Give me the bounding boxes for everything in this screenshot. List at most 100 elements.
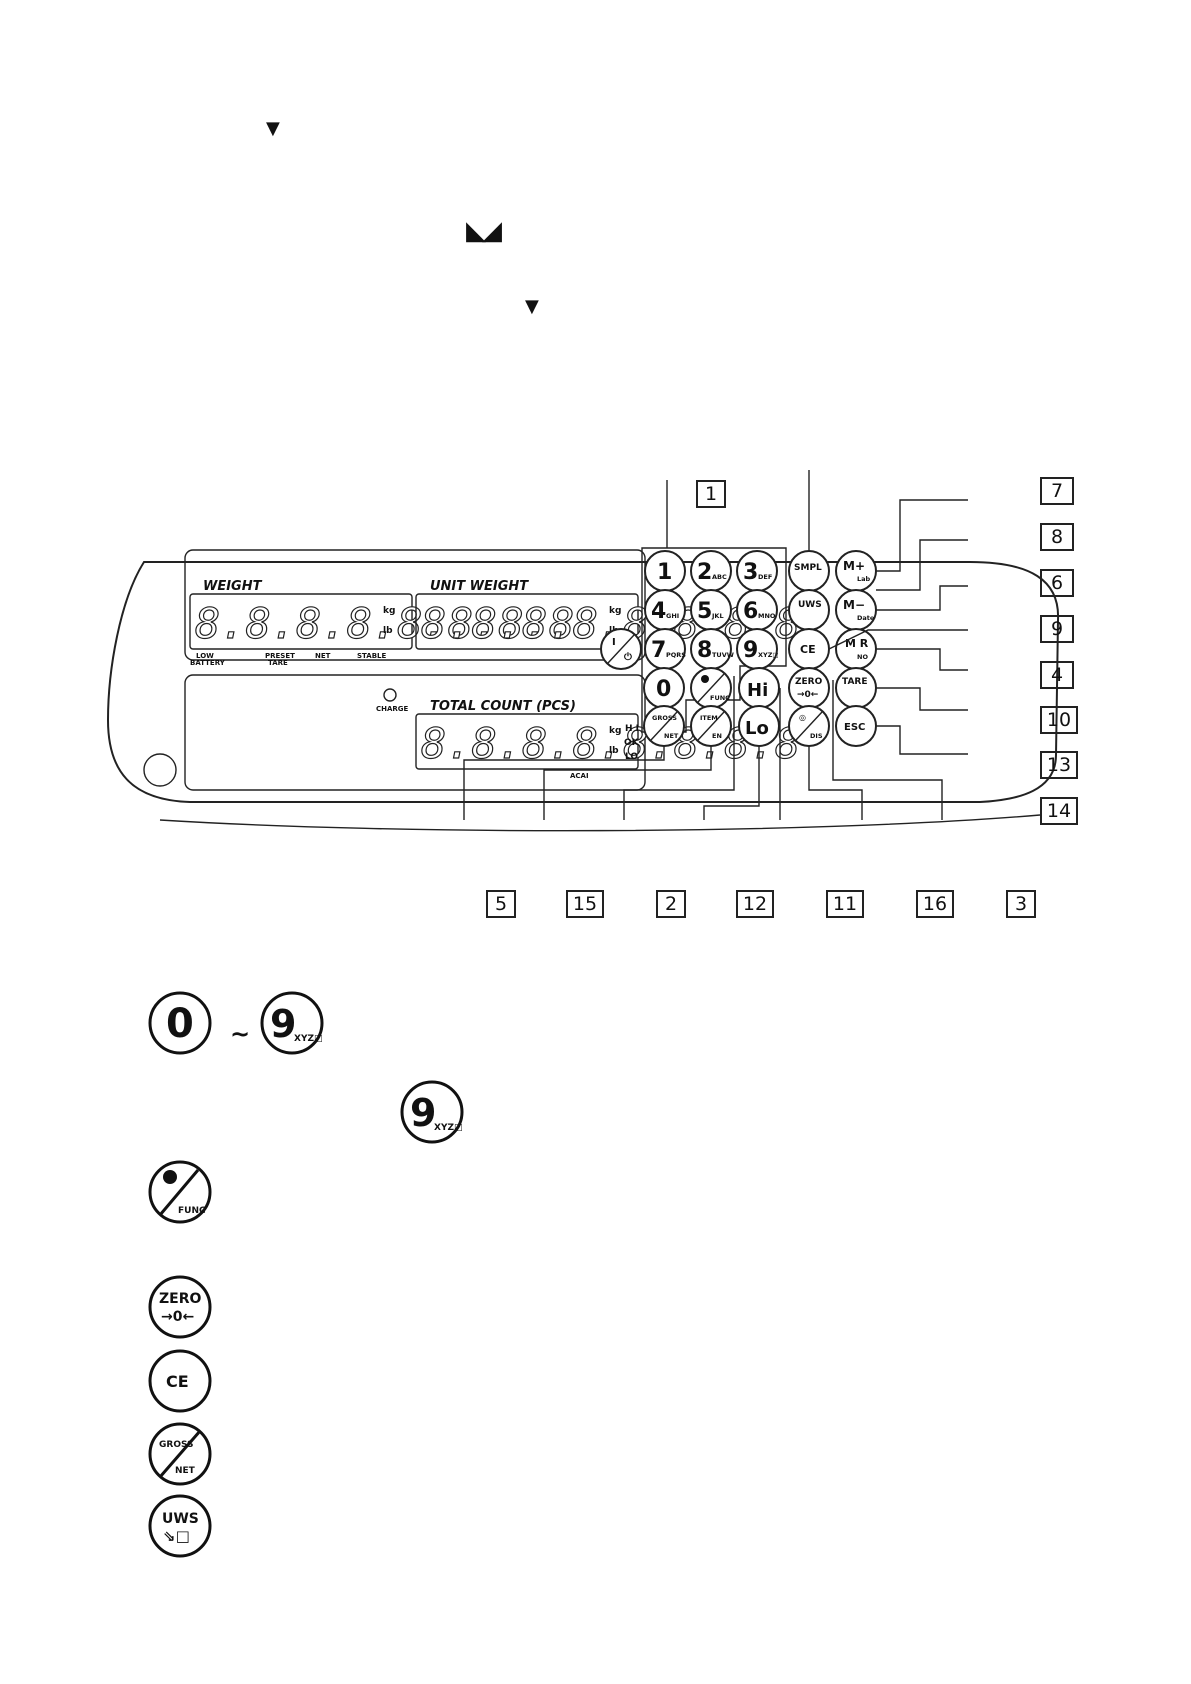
hi-indicator: H I xyxy=(625,724,639,734)
key-0[interactable]: 0 xyxy=(643,667,685,709)
charge-label: CHARGE xyxy=(376,705,409,713)
svg-text:1: 1 xyxy=(657,560,672,585)
kg-unit-2: kg xyxy=(609,606,621,616)
mr-key[interactable]: M R NO xyxy=(835,628,877,670)
svg-text:M−: M− xyxy=(843,598,865,612)
func-key[interactable]: FUNC xyxy=(690,667,732,709)
svg-text:UWS: UWS xyxy=(798,600,822,610)
tare-label: TARE xyxy=(268,659,288,667)
dis-key[interactable]: ◎DIS xyxy=(788,705,830,747)
svg-text:NET: NET xyxy=(175,1466,196,1476)
svg-text:9: 9 xyxy=(743,638,758,663)
acai-label: ACAI xyxy=(570,772,589,780)
svg-text:5: 5 xyxy=(697,599,712,624)
hi-key[interactable]: Hi xyxy=(738,667,780,709)
ce-key[interactable]: CE xyxy=(788,628,830,670)
mplus-key[interactable]: M+ Lab xyxy=(835,550,877,592)
svg-text:SMPL: SMPL xyxy=(794,563,822,573)
svg-text:EN: EN xyxy=(712,732,722,740)
svg-text:2: 2 xyxy=(697,560,712,585)
svg-text:NO: NO xyxy=(857,653,868,661)
svg-text:M+: M+ xyxy=(843,559,865,573)
zero-key[interactable]: ZERO →0← xyxy=(788,667,830,709)
svg-text:GROSS: GROSS xyxy=(652,714,677,722)
lb-unit-3: lb xyxy=(609,746,619,756)
net-label: NET xyxy=(315,652,331,660)
svg-text:Lab: Lab xyxy=(857,575,871,583)
tare-key[interactable]: TARE xyxy=(835,667,877,709)
low-battery-label: LOW xyxy=(196,652,214,660)
key-1[interactable]: 1 xyxy=(644,550,686,592)
svg-text:ZERO: ZERO xyxy=(159,1291,201,1307)
smpl-key[interactable]: SMPL xyxy=(788,550,830,592)
svg-text:9: 9 xyxy=(410,1091,436,1135)
battery-label: BATTERY xyxy=(190,659,226,667)
esc-key[interactable]: ESC xyxy=(835,705,877,747)
svg-text:ABC: ABC xyxy=(712,573,727,581)
svg-text:NET: NET xyxy=(664,732,679,740)
svg-text:DIS: DIS xyxy=(810,732,823,740)
item-en-key[interactable]: ITEM EN xyxy=(690,705,732,747)
unit-weight-label: UNIT WEIGHT xyxy=(430,579,529,594)
svg-text:FUNC: FUNC xyxy=(710,694,730,702)
svg-text:DEF: DEF xyxy=(758,573,772,581)
ok-indicator: OK xyxy=(624,738,640,748)
svg-text:FUNC: FUNC xyxy=(178,1206,206,1216)
kg-unit-1: kg xyxy=(383,606,395,616)
svg-text:6: 6 xyxy=(743,599,758,624)
svg-text:⏻: ⏻ xyxy=(624,651,632,663)
svg-text:CE: CE xyxy=(166,1372,189,1391)
svg-text:0: 0 xyxy=(166,1001,194,1047)
keypad-diagram: .ln { stroke:#222; stroke-width:2; fill:… xyxy=(106,470,1060,832)
svg-text:9: 9 xyxy=(270,1002,296,1046)
svg-text:→0←: →0← xyxy=(797,690,819,700)
svg-text:XYZ□: XYZ□ xyxy=(294,1034,323,1044)
power-key[interactable]: I⏻ xyxy=(600,628,642,670)
gross-net-key[interactable]: GROSS NET xyxy=(643,705,685,747)
lo-indicator: LO xyxy=(625,752,638,762)
svg-text:GHI: GHI xyxy=(666,612,679,620)
charge-led xyxy=(383,688,397,702)
svg-text:M R: M R xyxy=(845,637,869,650)
marker-down-1: ▼ xyxy=(266,118,280,139)
svg-text:0: 0 xyxy=(656,677,671,702)
svg-text:ESC: ESC xyxy=(844,722,865,733)
legend-key-0: 0 xyxy=(148,991,212,1055)
stable-label: STABLE xyxy=(357,652,386,660)
svg-text:Hi: Hi xyxy=(747,680,768,701)
svg-text:→0←: →0← xyxy=(161,1309,194,1325)
legend-uws-key: UWS⇘□ xyxy=(148,1494,212,1558)
svg-text:I: I xyxy=(612,637,616,648)
kg-unit-3: kg xyxy=(609,726,621,736)
svg-text:4: 4 xyxy=(651,599,666,624)
housing-outline xyxy=(106,561,1060,803)
lo-key[interactable]: Lo xyxy=(738,705,780,747)
svg-text:8: 8 xyxy=(697,638,712,663)
marker-down-2: ▼ xyxy=(525,296,539,317)
svg-text:7: 7 xyxy=(651,638,666,663)
svg-text:MNO: MNO xyxy=(758,612,776,620)
lb-unit-1: lb xyxy=(383,626,393,636)
svg-text:ZERO: ZERO xyxy=(795,677,823,687)
svg-text:TARE: TARE xyxy=(842,677,867,687)
legend-tilde: ~ xyxy=(230,1020,250,1048)
legend-icons: .lk { stroke:#111; stroke-width:3; fill:… xyxy=(148,991,464,1558)
svg-text:Lo: Lo xyxy=(745,718,769,739)
legend-zero-key: ZERO →0← xyxy=(148,1275,212,1339)
svg-text:ITEM: ITEM xyxy=(700,714,718,722)
uws-key[interactable]: UWS xyxy=(788,589,830,631)
svg-text:PQRS: PQRS xyxy=(666,651,686,659)
mminus-key[interactable]: M−Date xyxy=(835,589,877,631)
weight-display: 8.8.8.8.8.8.8.8 xyxy=(195,599,574,648)
svg-text:⇘□: ⇘□ xyxy=(163,1527,190,1545)
